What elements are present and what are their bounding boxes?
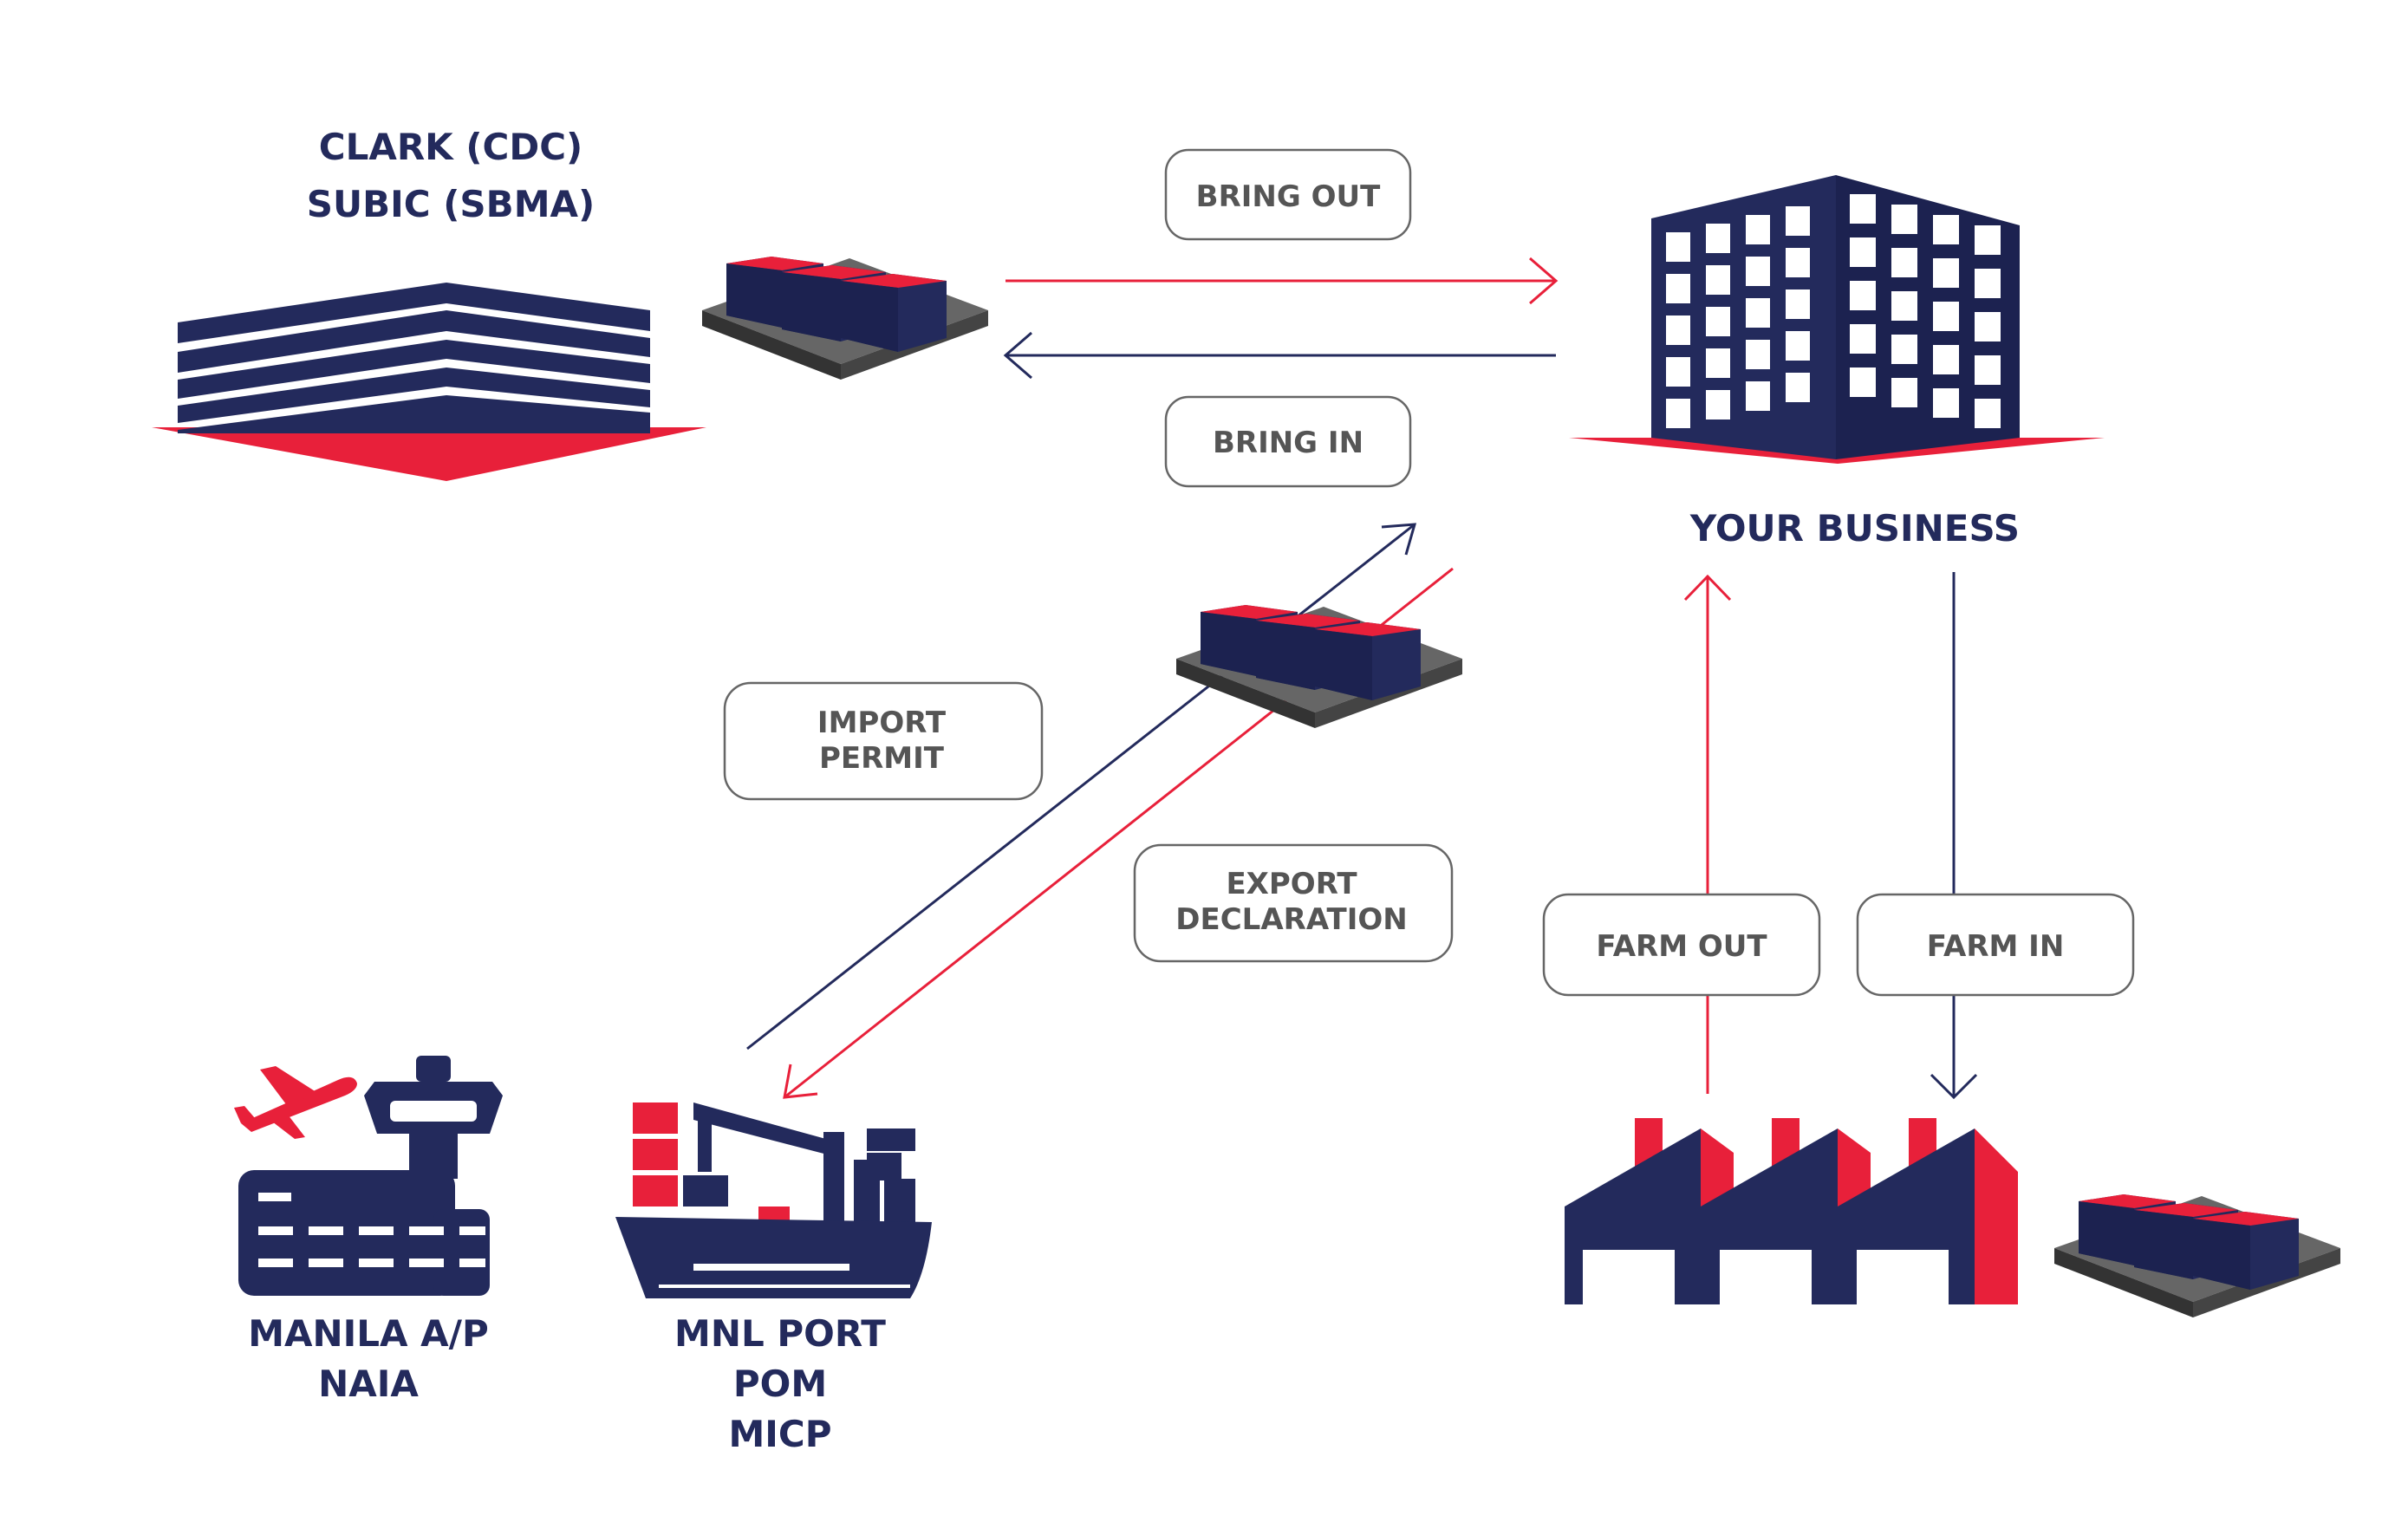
import-permit-label-line2: PERMIT	[819, 741, 945, 776]
bring-in-pill: BRING IN	[1164, 395, 1412, 488]
airport-icon	[238, 1056, 503, 1296]
factory-icon	[1565, 1118, 2018, 1304]
subic-label-line2: SUBIC (SBMA)	[307, 183, 595, 225]
bring-out-pill: BRING OUT	[1164, 148, 1412, 241]
farm-out-arrow	[1683, 574, 1732, 1094]
bring-in-label: BRING IN	[1213, 426, 1363, 460]
container-pallet-icon	[702, 257, 988, 380]
export-declaration-pill: EXPORT DECLARATION	[1133, 843, 1454, 963]
bring-out-label: BRING OUT	[1196, 179, 1381, 214]
zone-building-icon	[152, 283, 706, 481]
office-windows	[1666, 194, 2001, 428]
bring-in-arrow	[1003, 331, 1556, 380]
manila-airport-label-line1: MANILA A/P	[248, 1312, 489, 1355]
import-permit-arrow	[746, 523, 1417, 1050]
mnl-port-label-line1: MNL PORT	[674, 1312, 886, 1355]
import-permit-pill: IMPORT PERMIT	[723, 681, 1044, 801]
bring-out-arrow	[1006, 257, 1559, 305]
farm-in-label: FARM IN	[1927, 929, 2065, 964]
container-pallet-icon	[2054, 1194, 2340, 1317]
office-building-icon	[1569, 175, 2105, 464]
export-declaration-label-line2: DECLARATION	[1175, 902, 1407, 937]
farm-in-pill: FARM IN	[1856, 893, 2135, 997]
cargo-ship-icon	[615, 1102, 932, 1298]
container-pallet-icon	[1176, 605, 1462, 728]
clark-label-line1: CLARK (CDC)	[319, 126, 583, 168]
mnl-port-label-line2: POM	[733, 1363, 827, 1405]
mnl-port-label-line3: MICP	[728, 1413, 831, 1455]
farm-out-label: FARM OUT	[1596, 929, 1767, 964]
your-business-label: YOUR BUSINESS	[1689, 507, 2020, 550]
farm-in-arrow	[1930, 572, 1978, 1100]
farm-out-pill: FARM OUT	[1542, 893, 1821, 997]
export-declaration-label-line1: EXPORT	[1226, 867, 1357, 901]
manila-airport-label-line2: NAIA	[318, 1363, 419, 1405]
airplane-icon	[234, 1066, 357, 1139]
import-permit-label-line1: IMPORT	[817, 706, 947, 740]
